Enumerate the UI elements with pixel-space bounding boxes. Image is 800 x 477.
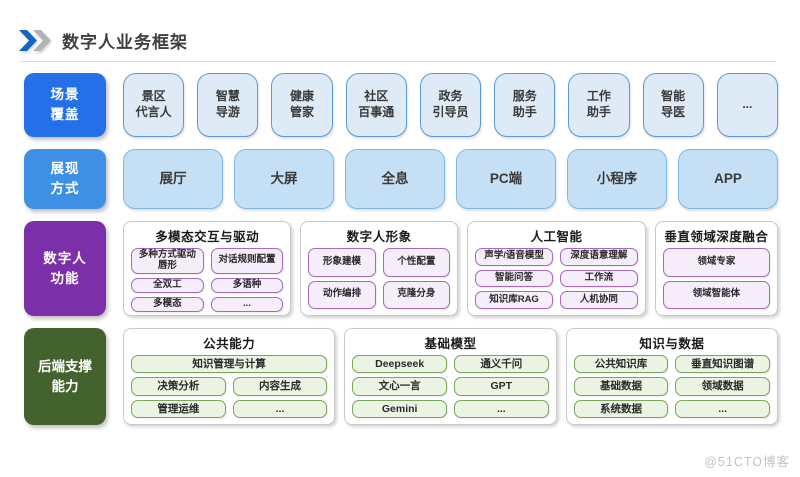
group-grid: 形象建模个性配置动作编排克隆分身 — [308, 248, 451, 309]
chip: 大屏 — [234, 149, 334, 209]
double-chevron-icon — [18, 29, 54, 51]
capability-pill: 公共知识库 — [573, 355, 669, 374]
chip: 服务助手 — [494, 73, 556, 137]
chip: 工作助手 — [568, 73, 630, 137]
group-grid: 领域专家领域智能体 — [662, 248, 770, 309]
capability-pill: 多语种 — [210, 277, 284, 293]
chip: 小程序 — [567, 149, 667, 209]
group-card: 知识与数据公共知识库垂直知识图谱基础数据领域数据系统数据... — [565, 328, 778, 425]
capability-pill: 全双工 — [131, 277, 204, 293]
capability-pill: 人机协同 — [559, 291, 638, 309]
capability-pill: 知识库RAG — [475, 291, 553, 309]
capability-pill: 管理运维 — [131, 399, 226, 418]
framework-diagram: 场景覆盖景区代言人智慧导游健康管家社区百事通政务引导员服务助手工作助手智能导医.… — [24, 73, 778, 425]
capability-pill: 多种方式驱动唇形 — [131, 248, 204, 274]
page-title: 数字人业务框架 — [62, 32, 188, 52]
chip: 展厅 — [123, 149, 223, 209]
chip: 景区代言人 — [123, 73, 185, 137]
capability-pill: 个性配置 — [382, 248, 451, 277]
group-title: 人工智能 — [530, 230, 583, 244]
capability-pill: ... — [453, 399, 549, 418]
section-label-scene-coverage: 场景覆盖 — [24, 73, 106, 137]
section-content: 多模态交互与驱动多种方式驱动唇形对话规则配置全双工多语种多模态...数字人形象形… — [123, 221, 778, 316]
capability-pill: 系统数据 — [573, 399, 669, 418]
group-grid: 多种方式驱动唇形对话规则配置全双工多语种多模态... — [131, 248, 284, 312]
capability-pill: Gemini — [352, 399, 447, 418]
group-card: 多模态交互与驱动多种方式驱动唇形对话规则配置全双工多语种多模态... — [123, 221, 292, 316]
header-divider — [20, 61, 776, 62]
section-label-presentation-mode: 展现方式 — [24, 149, 106, 209]
group-title: 垂直领域深度融合 — [664, 230, 769, 244]
capability-pill: 动作编排 — [308, 280, 376, 309]
chip: 全息 — [345, 149, 445, 209]
capability-pill: 深度语意理解 — [559, 248, 638, 266]
chip: 智能导医 — [642, 73, 704, 137]
section-content: 公共能力知识管理与计算决策分析内容生成管理运维... 基础模型 Deepseek 通义… — [123, 328, 778, 425]
capability-pill: 对话规则配置 — [210, 248, 284, 274]
section-label-digital-human-functions: 数字人功能 — [24, 221, 106, 316]
chip: 政务引导员 — [419, 73, 482, 137]
group-title: 数字人形象 — [346, 230, 412, 244]
capability-pill: 工作流 — [559, 269, 638, 288]
capability-pill: 决策分析 — [131, 377, 226, 396]
group-title: 多模态交互与驱动 — [155, 230, 260, 244]
capability-pill: ... — [210, 296, 284, 312]
group-card: 公共能力知识管理与计算决策分析内容生成管理运维... — [123, 328, 336, 425]
capability-pill: 声学/语音模型 — [475, 248, 553, 266]
group-title: 公共能力 — [203, 337, 256, 351]
capability-pill: Deepseek — [352, 355, 447, 374]
chip: ... — [716, 73, 778, 137]
chip: 智慧导游 — [197, 73, 259, 137]
group-grid: 声学/语音模型深度语意理解智能问答工作流知识库RAG 人机协同 — [475, 248, 638, 309]
capability-pill: 知识管理与计算 — [131, 355, 328, 374]
group-card: 人工智能声学/语音模型深度语意理解智能问答工作流知识库RAG 人机协同 — [467, 221, 646, 316]
capability-pill: 多模态 — [131, 296, 204, 312]
capability-pill: 领域专家 — [662, 248, 770, 277]
capability-pill: 形象建模 — [308, 248, 376, 277]
group-grid: 公共知识库垂直知识图谱基础数据领域数据系统数据... — [573, 355, 770, 418]
section-digital-human-functions: 数字人功能多模态交互与驱动多种方式驱动唇形对话规则配置全双工多语种多模态...数… — [24, 221, 778, 316]
capability-pill: 文心一言 — [352, 377, 447, 396]
group-grid: 知识管理与计算决策分析内容生成管理运维... — [131, 355, 328, 418]
capability-pill: 通义千问 — [453, 355, 549, 374]
capability-pill: 内容生成 — [232, 377, 328, 396]
section-label-backend-support: 后端支撑能力 — [24, 328, 106, 425]
chip: APP — [678, 149, 778, 209]
capability-pill: ... — [675, 399, 770, 418]
page-header: 数字人业务框架 — [18, 27, 800, 53]
capability-pill: 垂直知识图谱 — [675, 355, 770, 374]
group-card: 基础模型 Deepseek 通义千问文心一言 GPT Gemini... — [344, 328, 557, 425]
group-title: 基础模型 — [424, 337, 477, 351]
capability-pill: 基础数据 — [573, 377, 669, 396]
section-content: 景区代言人智慧导游健康管家社区百事通政务引导员服务助手工作助手智能导医... — [123, 73, 778, 137]
capability-pill: 智能问答 — [475, 269, 553, 288]
chip: PC端 — [456, 149, 556, 209]
section-scene-coverage: 场景覆盖景区代言人智慧导游健康管家社区百事通政务引导员服务助手工作助手智能导医.… — [24, 73, 778, 137]
capability-pill: 领域数据 — [675, 377, 770, 396]
capability-pill: 克隆分身 — [382, 280, 451, 309]
chip: 社区百事通 — [345, 73, 407, 137]
group-title: 知识与数据 — [639, 337, 705, 351]
chip: 健康管家 — [271, 73, 333, 137]
watermark: @51CTO博客 — [704, 455, 790, 469]
capability-pill: 领域智能体 — [662, 280, 770, 309]
group-grid: Deepseek 通义千问文心一言 GPT Gemini... — [352, 355, 549, 418]
capability-pill: ... — [232, 399, 328, 418]
group-card: 垂直领域深度融合领域专家领域智能体 — [654, 221, 778, 316]
group-card: 数字人形象形象建模个性配置动作编排克隆分身 — [300, 221, 459, 316]
capability-pill: GPT — [453, 377, 549, 396]
